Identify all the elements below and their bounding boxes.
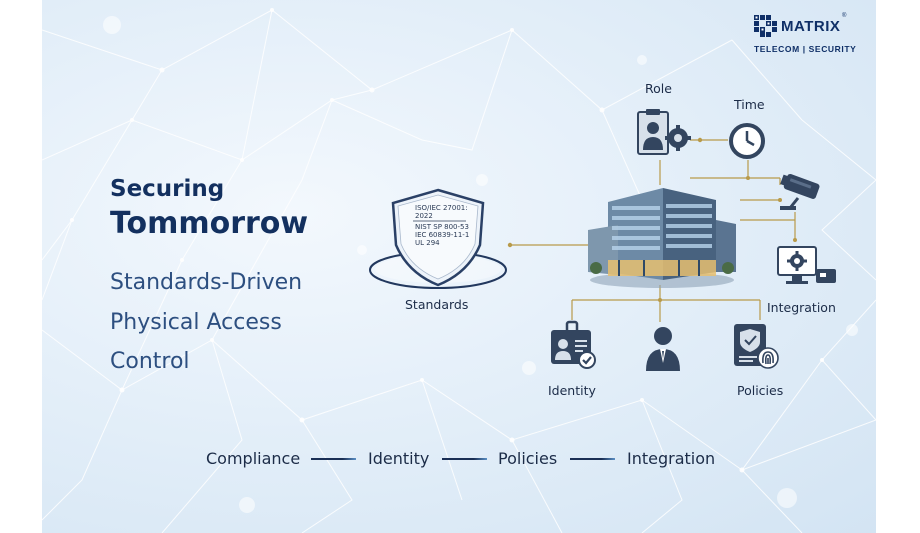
shield-line-3: NIST SP 800-53 (415, 223, 469, 231)
subheadline-line-3: Control (110, 349, 190, 374)
flow-connector-2 (442, 458, 487, 460)
shield-standards-list: ISO/IEC 27001: 2022 NIST SP 800-53 IEC 6… (415, 204, 481, 247)
shield-line-2: 2022 (415, 212, 433, 220)
network-lines-decoration (42, 8, 876, 533)
headline-line-1: Securing (110, 176, 225, 202)
identity-label: Identity (548, 383, 596, 398)
flow-step-integration: Integration (627, 449, 716, 468)
cctv-camera-icon (780, 173, 820, 210)
person-icon (646, 327, 680, 371)
policies-label: Policies (737, 383, 784, 398)
matrix-logo: MATRIX ® (754, 13, 846, 37)
time-label: Time (734, 97, 765, 112)
flow-step-policies: Policies (498, 449, 558, 468)
standards-label: Standards (405, 297, 469, 312)
headline-line-2: Tommorrow (110, 206, 309, 241)
brand-name: MATRIX (781, 17, 841, 35)
flow-connector-3 (570, 458, 615, 460)
identity-card-icon (551, 320, 596, 369)
integration-label: Integration (767, 300, 836, 315)
brand-registered-mark: ® (841, 13, 847, 19)
role-icon (637, 109, 691, 155)
subheadline-line-2: Physical Access (110, 310, 282, 335)
flow-connector-1 (311, 458, 356, 460)
shield-line-1: ISO/IEC 27001: (415, 204, 468, 212)
role-label: Role (645, 81, 672, 96)
integration-monitor-icon (777, 246, 836, 284)
matrix-logo-mark-icon (754, 15, 777, 37)
clock-icon (729, 123, 765, 159)
shield-line-4: IEC 60839-11-1 (415, 231, 470, 239)
flow-step-identity: Identity (368, 449, 430, 468)
flow-step-compliance: Compliance (206, 449, 301, 468)
building-icon (588, 188, 736, 288)
shield-line-5: UL 294 (415, 239, 440, 247)
subheadline-line-1: Standards-Driven (110, 270, 303, 295)
policy-document-icon (734, 324, 779, 369)
brand-tagline: TELECOM | SECURITY (754, 44, 857, 54)
shield-icon (369, 188, 507, 289)
